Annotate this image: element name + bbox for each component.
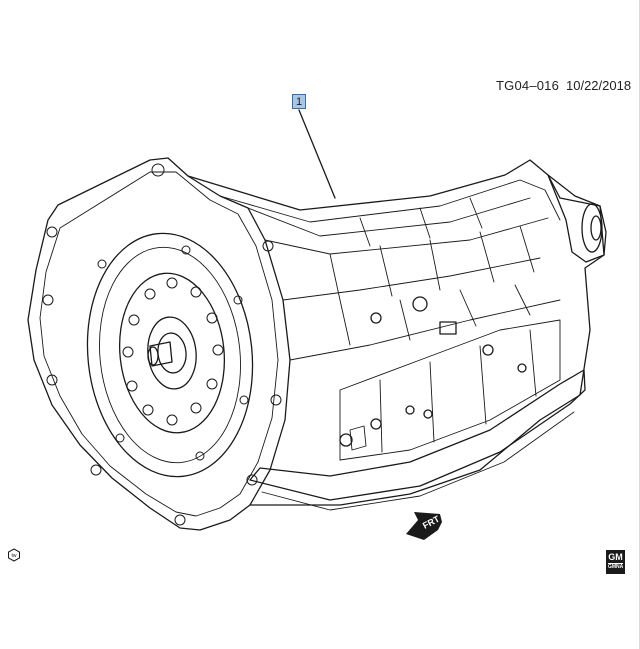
gm-logo-text: GM bbox=[608, 552, 623, 562]
fill-plug bbox=[412, 296, 428, 312]
drawing-id: TG04–016 bbox=[496, 78, 560, 93]
callout-leader-line bbox=[298, 109, 336, 199]
bell-housing bbox=[27, 157, 291, 531]
gm-logo: GM GMNA bbox=[606, 550, 625, 574]
electrical-connector bbox=[439, 321, 457, 335]
flexplate-bolts bbox=[97, 245, 249, 461]
input-shaft bbox=[149, 341, 173, 367]
mounting-bosses bbox=[42, 163, 282, 526]
callout-1[interactable]: 1 bbox=[292, 94, 306, 109]
front-direction-indicator: FRT bbox=[406, 512, 442, 540]
oil-pan bbox=[249, 369, 586, 501]
gm-logo-subtext: GMNA bbox=[608, 563, 624, 570]
case-ribs bbox=[329, 197, 535, 346]
front-arrow-icon bbox=[406, 512, 442, 540]
hexagon-symbol-icon: tw bbox=[8, 548, 20, 562]
torque-converter bbox=[86, 232, 254, 478]
drawing-date: 10/22/2018 bbox=[566, 78, 632, 93]
extension-housing bbox=[547, 174, 607, 263]
tw-symbol-label: tw bbox=[12, 553, 17, 559]
